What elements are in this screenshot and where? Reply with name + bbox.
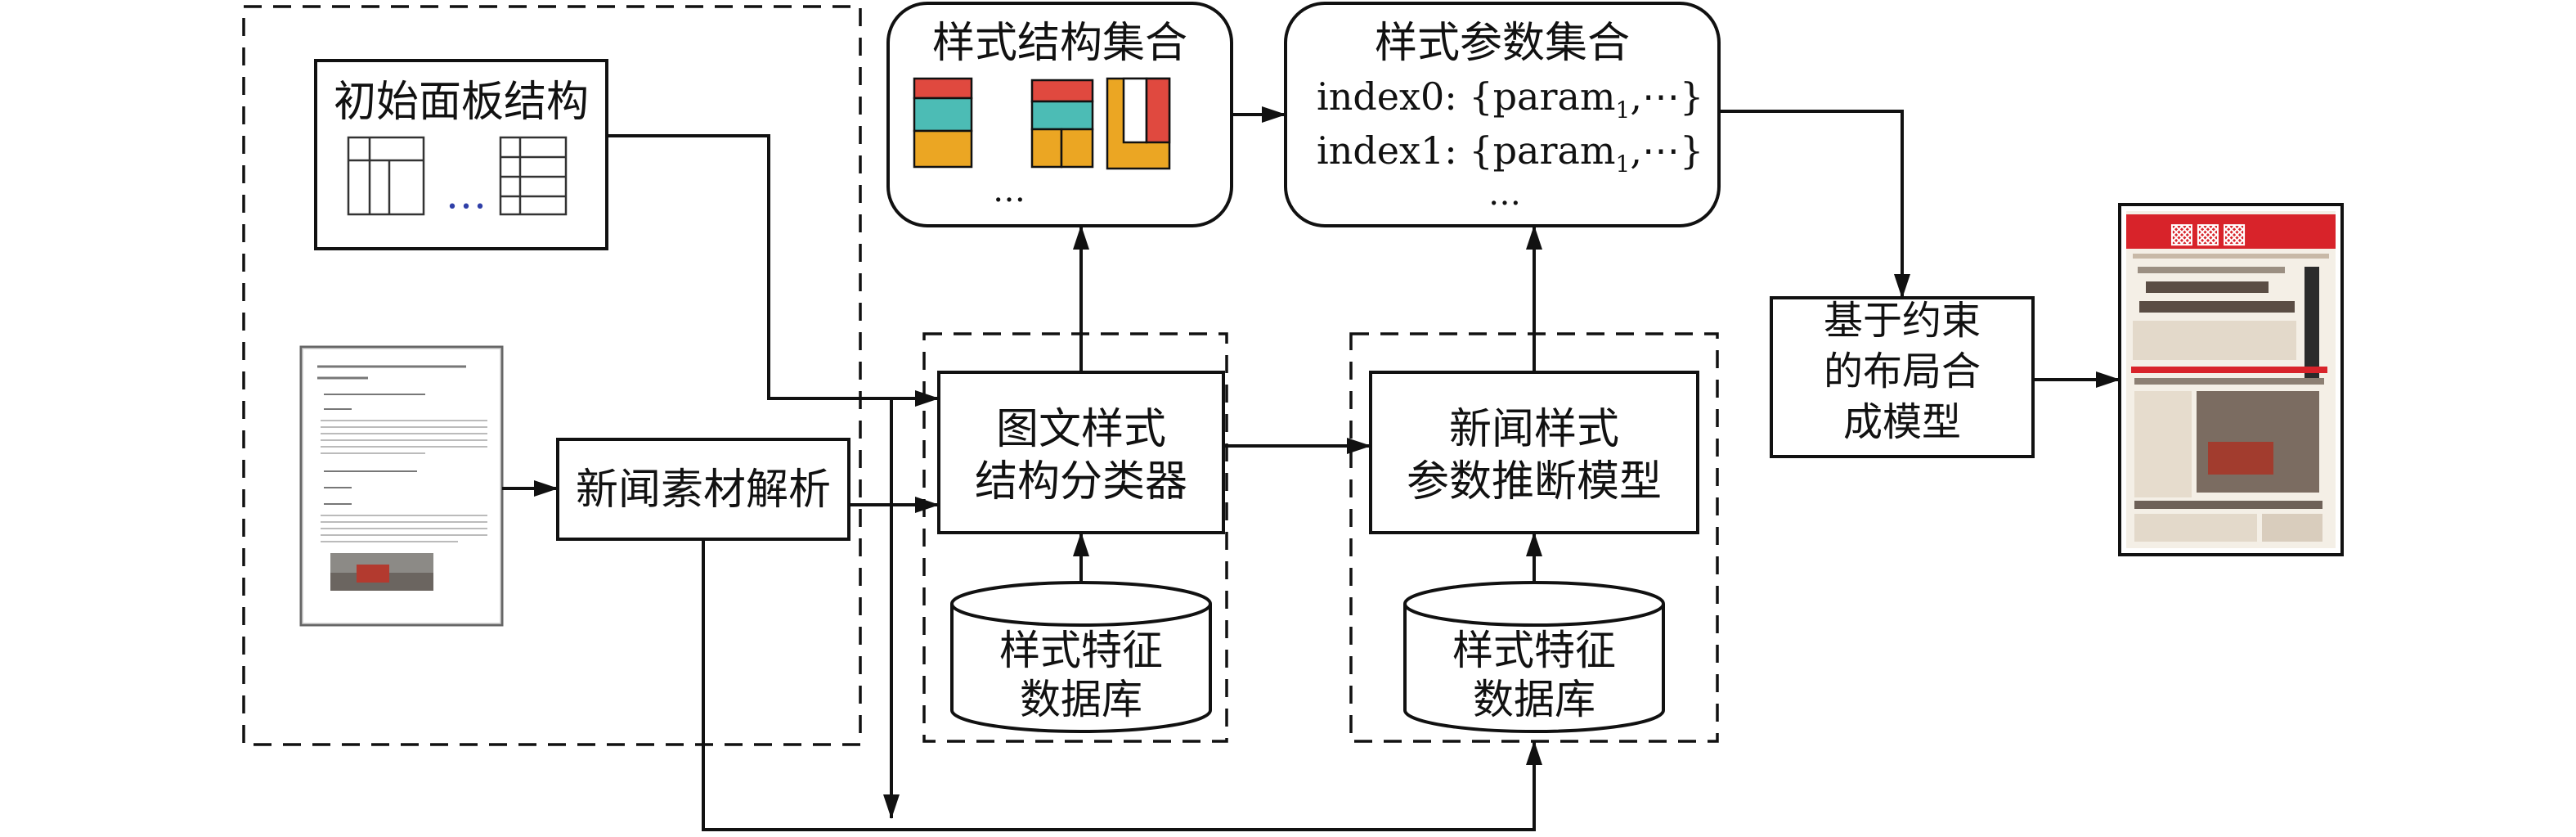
input-group-frame (242, 5, 862, 746)
style-parameter-set-box: 样式参数集合 index0: {param1,⋯} index1: {param… (1284, 2, 1721, 227)
newspaper-page-icon: ▩▩▩ (2118, 203, 2344, 556)
layout-model-line3: 成模型 (1843, 399, 1961, 445)
news-parse-label: 新闻素材解析 (576, 466, 831, 515)
initial-panel-title: 初始面板结构 (334, 78, 589, 127)
db1-label-line1: 样式特征 (999, 627, 1163, 674)
style-feature-database-1: 样式特征 数据库 (950, 581, 1212, 733)
classifier-group-frame (922, 332, 1228, 743)
db1-label-line2: 数据库 (1020, 676, 1142, 723)
param-ellipsis: … (1488, 175, 1521, 213)
news-document-icon (299, 345, 504, 627)
classifier-label-line1: 图文样式 (996, 405, 1166, 454)
inference-label-line2: 参数推断模型 (1407, 457, 1662, 506)
classifier-box (937, 371, 1225, 534)
db2-label-line1: 样式特征 (1452, 627, 1616, 674)
style-parameter-set-title: 样式参数集合 (1375, 19, 1630, 68)
arrow-parse-to-inference (702, 539, 1542, 831)
arrow-panel-to-classifier (607, 134, 940, 407)
panel-ellipsis: ••• (447, 197, 489, 218)
style-structure-icon-3 (1106, 77, 1171, 170)
style-structure-set-box: 样式结构集合 … (886, 2, 1233, 227)
inference-label-line1: 新闻样式 (1449, 405, 1619, 454)
param-row-0: index0: {param1,⋯} (1317, 74, 1703, 124)
inference-box (1369, 371, 1699, 534)
db2-label-line2: 数据库 (1473, 676, 1595, 723)
param-row-1: index1: {param1,⋯} (1317, 128, 1703, 178)
arrow-parameter-to-layout (1719, 110, 1910, 299)
layout-model-box (1770, 296, 2035, 458)
style-structure-icon-2 (1030, 79, 1094, 169)
masthead-mark: ▩▩▩ (2169, 217, 2247, 250)
layout-model-line1: 基于约束 (1824, 298, 1981, 344)
style-structure-icon-1 (913, 77, 973, 169)
style-structure-set-title: 样式结构集合 (932, 19, 1187, 68)
panel-grid-icon (347, 136, 568, 216)
layout-model-line2: 的布局合 (1824, 349, 1981, 394)
classifier-label-line2: 结构分类器 (975, 457, 1187, 506)
style-structure-ellipsis: … (993, 172, 1025, 209)
initial-panel-box: 初始面板结构 ••• (314, 59, 608, 250)
style-feature-database-2: 样式特征 数据库 (1403, 581, 1665, 733)
